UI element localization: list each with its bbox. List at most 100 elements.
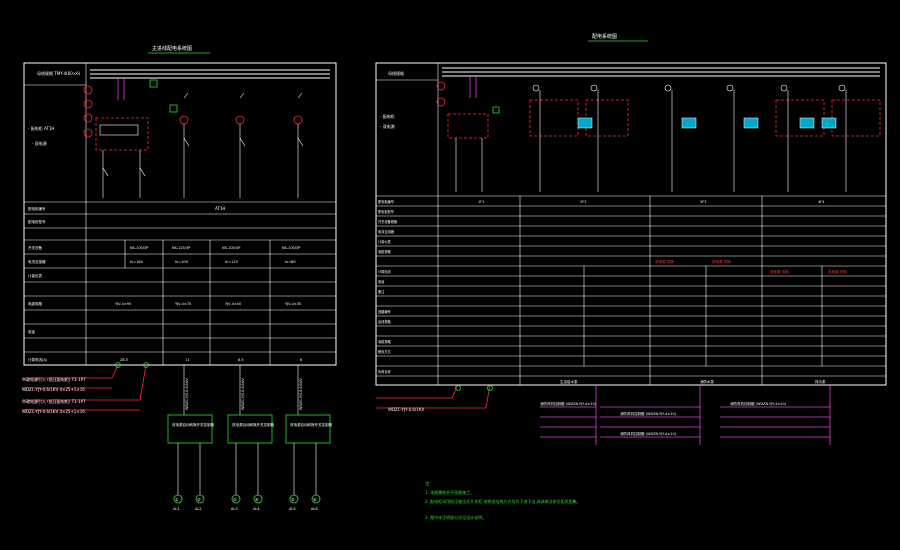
left-busbar-label: 母线规格 TMY-4(60×6) xyxy=(37,70,81,76)
left-cable-vertical: WDZC-YJY-0.6/1KV xyxy=(185,378,189,410)
left-breaker: NS-100/3P xyxy=(130,246,148,250)
note-line: 注: xyxy=(425,480,431,487)
right-column-header: 3F3 xyxy=(700,200,706,204)
left-cable: YJV-4×50 xyxy=(225,302,241,306)
left-panel-name: AT1H xyxy=(215,206,225,211)
left-row-label: 配电柜编号 xyxy=(28,206,46,211)
left-row-label: 电缆规格 xyxy=(28,301,42,306)
left-value: In=100 xyxy=(175,260,188,264)
right-row-label: 电流互感器 xyxy=(378,229,395,234)
right-red-label: 双电源 切换 xyxy=(655,259,674,264)
right-column-header: 1F1 xyxy=(478,200,484,204)
left-row-label: 计算电流(A) xyxy=(28,357,48,362)
right-red-label: 双电源 切换 xyxy=(770,269,789,274)
right-diagram: 配电系统图 母线规格 - 配电柜 - 双电源 xyxy=(375,33,887,520)
left-incoming-label: 市政电源引入 (低压配电柜) T1-1P7 xyxy=(22,376,86,382)
right-row-label: 备注 xyxy=(378,289,385,294)
right-row-labels: 配电柜编号 配电柜型号 开关设备规格 电流互感器 计量仪表 电缆规格 计算电流 … xyxy=(378,199,398,374)
left-box-label: 双电源自动转换开关控制箱 xyxy=(172,422,214,427)
left-incoming: 市政电源引入 (低压配电柜) T1-1P7 WDZC-YJY-0.6/1KV 4… xyxy=(22,362,149,414)
left-feeders xyxy=(179,92,304,198)
right-bottom-label: 消防水泵 xyxy=(700,379,714,384)
right-row-label: 电缆规格 xyxy=(378,339,392,344)
terminal-number: ③ xyxy=(233,497,237,502)
right-row-label: 计量仪表 xyxy=(378,239,392,244)
terminal-number: ① xyxy=(175,497,179,502)
left-breaker: NS-125/3P xyxy=(172,246,190,250)
right-red-label: 双电源 切换 xyxy=(712,259,731,264)
svg-text:- 配电柜 AT1H: - 配电柜 AT1H xyxy=(28,125,54,131)
terminal-number: ⑥ xyxy=(313,497,317,502)
right-row-label: 回路编号 xyxy=(378,309,391,314)
terminal-tag: AL5 xyxy=(289,507,296,511)
svg-text:- 双电源: - 双电源 xyxy=(32,140,47,146)
terminal-tag: AL4 xyxy=(253,507,260,511)
left-control-box xyxy=(167,414,213,444)
right-frame xyxy=(375,62,887,386)
right-column-header: 2F2 xyxy=(580,200,586,204)
right-ats-box xyxy=(447,113,489,139)
left-downstream: WDZC-YJY-0.6/1KV WDZC-YJY-0.6/1KV WDZC-Y… xyxy=(167,365,332,511)
right-row-label: 敷设方式 xyxy=(378,349,392,354)
left-incoming-label: WDZC-YJY-0.6/1KV 4×25+1×16 xyxy=(22,387,85,392)
left-value: In=125 xyxy=(225,260,238,264)
right-row-label: 负荷名称 xyxy=(378,369,392,374)
left-load: 6 xyxy=(300,358,302,362)
terminal-tag: AL3 xyxy=(231,507,238,511)
left-incoming-label: WDZC-YJY-0.6/1KV 4×25+1×16 xyxy=(22,409,85,414)
terminal-number: ⑤ xyxy=(291,497,295,502)
note-line: 3. 图中未注明部分详见设计说明。 xyxy=(425,514,486,520)
right-bottom-label: 生活给水泵 xyxy=(560,379,578,384)
right-outgoing-label: 消防风机控制箱 (WDZN-YJY-4×10) xyxy=(620,411,677,416)
terminal-tag: AL6 xyxy=(311,507,318,511)
left-title: 主进线配电系统图 xyxy=(152,45,192,52)
terminal-tag: AL1 xyxy=(173,507,180,511)
note-line: 1. 本图需结合平面图施工。 xyxy=(425,489,474,495)
left-diagram: 主进线配电系统图 母线规格 TMY-4(60×6) - 配电柜 AT1H - 双… xyxy=(22,45,337,511)
right-row-label: 电缆规格 xyxy=(378,249,392,254)
right-busbar-label: 母线规格 xyxy=(388,70,404,76)
left-box-label: 双电源自动转换开关控制箱 xyxy=(232,422,274,427)
note-line: 2. 配电柜采用低压抽出式开关柜,电缆进出线方式均为下进下出,具体做法参见相关图… xyxy=(425,498,581,504)
left-cable: YJV-4×95 xyxy=(115,302,131,306)
left-breaker: NS-100/3P xyxy=(282,246,300,250)
left-row-label: 用途 xyxy=(28,329,35,334)
right-row-label: 开关设备规格 xyxy=(378,219,398,224)
left-cable-vertical: WDZC-YJY-0.6/1KV xyxy=(241,378,245,410)
right-feeders xyxy=(529,84,881,192)
svg-text:- 配电柜: - 配电柜 xyxy=(380,113,395,119)
right-row-label: 配电柜型号 xyxy=(378,209,394,214)
notes: 注: 1. 本图需结合平面图施工。 2. 配电柜采用低压抽出式开关柜,电缆进出线… xyxy=(425,480,581,520)
svg-text:- 双电源: - 双电源 xyxy=(380,123,395,129)
right-title: 配电系统图 xyxy=(592,33,617,40)
right-bottom-label: 排污泵 xyxy=(815,379,826,384)
left-row-label: 配电柜型号 xyxy=(28,219,46,224)
left-row-label: 开关设备 xyxy=(28,245,42,250)
right-outgoing-label: 消防风机控制箱 (WDZN-YJY-4×10) xyxy=(730,401,787,406)
right-red-label: 双电源 切换 xyxy=(828,269,847,274)
left-row-label: 计量仪表 xyxy=(28,273,42,278)
left-incoming-label: 市政电源引入 (低压配电柜) T1-1P7 xyxy=(22,398,86,404)
terminal-number: ④ xyxy=(255,497,259,502)
terminal-tag: AL2 xyxy=(195,507,202,511)
right-cable-note: WDZC-YJY-0.6/1KV xyxy=(388,407,424,412)
left-load: 28.5 xyxy=(120,358,128,362)
right-column-header: 4F4 xyxy=(818,200,825,204)
left-breaker: NS-100/3P xyxy=(222,246,240,250)
left-value: In=80 xyxy=(285,260,296,264)
left-cable: YJV-4×70 xyxy=(175,302,191,306)
left-value: In=160 xyxy=(130,260,143,264)
right-row-label: 出线规格 xyxy=(378,319,392,324)
right-outgoing: 消防风机控制箱 (WDZN-YJY-4×10) 消防风机控制箱 (WDZN-YJ… xyxy=(540,385,831,445)
right-outgoing-label: 消防风机控制箱 (WDZN-YJY-4×10) xyxy=(620,431,677,436)
terminal-number: ② xyxy=(197,497,201,502)
right-row-label: 配电柜编号 xyxy=(378,199,394,204)
right-row-label: 用途 xyxy=(378,279,385,284)
left-control-box xyxy=(285,414,331,444)
right-row-label: 计算电流 xyxy=(378,269,392,274)
left-box-label: 双电源自动转换开关控制箱 xyxy=(290,422,332,427)
left-cable: YJV-4×35 xyxy=(285,302,301,306)
left-cable-vertical: WDZC-YJY-0.6/1KV xyxy=(299,378,303,410)
left-load: 8.5 xyxy=(238,358,244,362)
